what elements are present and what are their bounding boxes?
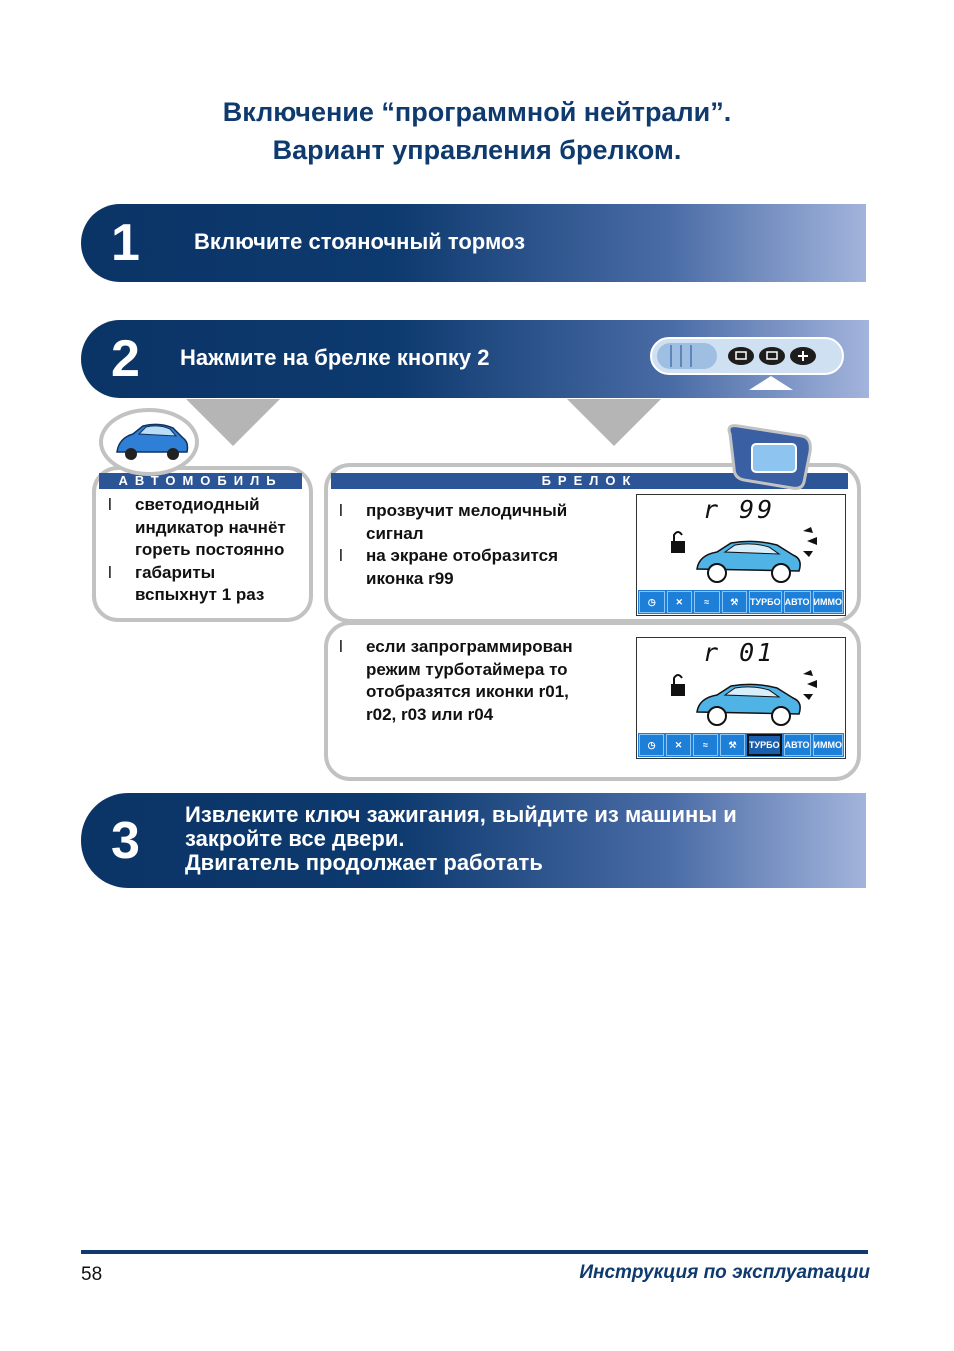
step-3-text: Извлеките ключ зажигания, выйдите из маш… bbox=[185, 802, 737, 875]
heater-icon: ≈ bbox=[694, 591, 720, 613]
lcd-icon-bar-2: ◷ ✕ ≈ ⚒ ТУРБО АВТО ИММО bbox=[638, 733, 844, 757]
step-2-text: Нажмите на брелке кнопку 2 bbox=[180, 345, 490, 370]
immo-icon: ИММО bbox=[812, 591, 843, 613]
car-bullet-1: l светодиодный индикатор начнёт гореть п… bbox=[108, 495, 286, 559]
auto-icon: АВТО bbox=[783, 734, 811, 756]
remote-panel-header: БРЕЛОК bbox=[331, 473, 848, 489]
fan-icon: ✕ bbox=[666, 591, 692, 613]
lcd-screen-r01: r 01 ◷ ✕ ≈ ⚒ ТУРБО АВТО ИММО bbox=[636, 637, 846, 759]
clock-icon: ◷ bbox=[639, 734, 664, 756]
fan-icon: ✕ bbox=[666, 734, 691, 756]
car-lcd-icon-2 bbox=[671, 670, 817, 726]
lcd-screen-r99: r 99 ◷ ✕ ≈ ⚒ ТУРБО АВТО ИММО bbox=[636, 494, 846, 616]
turbo-icon-selected: ТУРБО bbox=[747, 734, 782, 756]
remote-bullet-2: l на экране отобразится иконка r99 bbox=[339, 546, 558, 588]
title-line-1: Включение “программной нейтрали”. bbox=[222, 97, 732, 127]
auto-icon: АВТО bbox=[783, 591, 811, 613]
remote-fob-icon bbox=[650, 337, 844, 390]
remote-device-icon bbox=[727, 424, 812, 490]
page-title: Включение “программной нейтрали”. Вариан… bbox=[0, 93, 954, 169]
footer-title: Инструкция по эксплуатации bbox=[579, 1262, 870, 1283]
step-2-number: 2 bbox=[111, 330, 140, 388]
car-lcd-icon bbox=[671, 527, 817, 583]
step-1-band: 1 Включите стояночный тормоз bbox=[81, 204, 866, 282]
turbo-icon: ТУРБО bbox=[749, 591, 782, 613]
pointer-triangle-remote bbox=[567, 399, 661, 446]
step-2-band: 2 Нажмите на брелке кнопку 2 bbox=[81, 320, 869, 398]
car-bullets: l светодиодный индикатор начнёт гореть п… bbox=[108, 494, 286, 607]
heater-icon: ≈ bbox=[693, 734, 718, 756]
remote-bullet-1: l прозвучит мелодичный сигнал bbox=[339, 501, 568, 543]
remote-2-bullets: l если запрограммирован режим турботайме… bbox=[339, 636, 573, 726]
car-badge-icon bbox=[99, 408, 199, 476]
lcd-code: r 99 bbox=[703, 495, 776, 524]
immo-icon: ИММО bbox=[812, 734, 843, 756]
lcd-code-2: r 01 bbox=[703, 638, 776, 667]
step-1-text: Включите стояночный тормоз bbox=[194, 229, 526, 254]
wrench-icon: ⚒ bbox=[720, 734, 745, 756]
step-3-number: 3 bbox=[111, 811, 140, 870]
step-1-number: 1 bbox=[111, 214, 140, 272]
pointer-triangle-car bbox=[186, 399, 280, 446]
step-3-band: 3 Извлеките ключ зажигания, выйдите из м… bbox=[81, 793, 866, 888]
car-panel bbox=[92, 466, 313, 622]
remote-bullets: l прозвучит мелодичный сигнал l на экран… bbox=[339, 500, 567, 590]
car-panel-header: АВТОМОБИЛЬ bbox=[99, 473, 302, 489]
clock-icon: ◷ bbox=[639, 591, 665, 613]
title-line-2: Вариант управления брелком. bbox=[272, 135, 682, 165]
remote-2-bullet-1: l если запрограммирован режим турботайме… bbox=[339, 637, 573, 724]
wrench-icon: ⚒ bbox=[721, 591, 747, 613]
lcd-icon-bar: ◷ ✕ ≈ ⚒ ТУРБО АВТО ИММО bbox=[638, 590, 844, 614]
footer-divider bbox=[81, 1250, 868, 1254]
page-number: 58 bbox=[81, 1264, 103, 1285]
car-bullet-2: l габариты вспыхнут 1 раз bbox=[108, 562, 265, 605]
